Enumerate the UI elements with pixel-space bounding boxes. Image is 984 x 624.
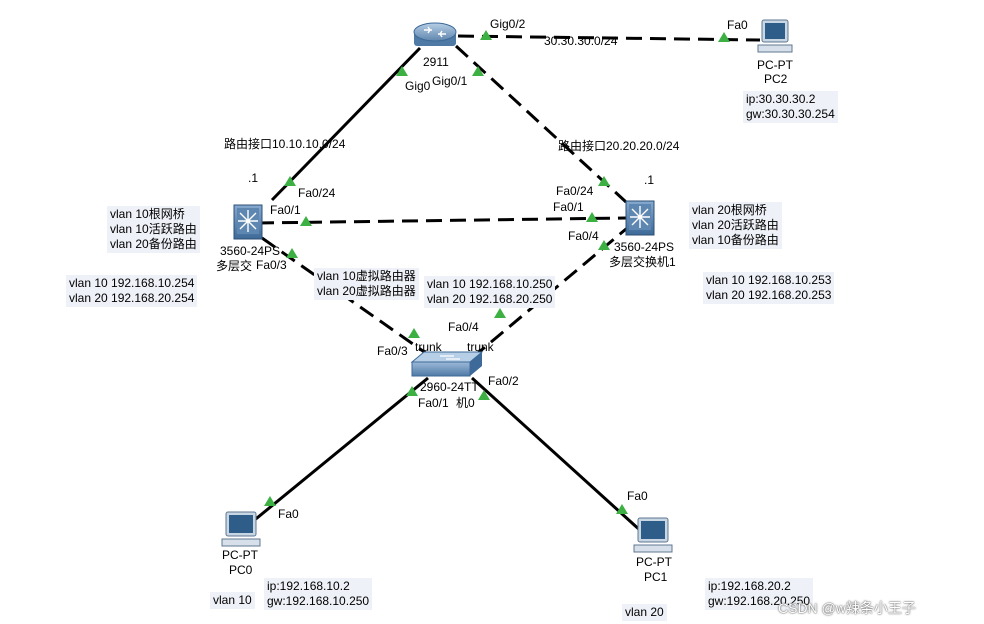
router-model-label: 2911 xyxy=(423,55,449,69)
pc0-vlan-note: vlan 10 xyxy=(210,592,255,609)
pc2-name-label: PC2 xyxy=(764,72,788,86)
router-icon[interactable] xyxy=(413,22,457,46)
port-up-icon xyxy=(480,30,492,40)
port-up-icon xyxy=(284,176,296,186)
port-label: Fa0/4 xyxy=(568,229,599,243)
port-label: Fa0/1 xyxy=(270,203,301,217)
interface-suffix-label: .1 xyxy=(644,173,655,187)
pc2-type-label: PC-PT xyxy=(757,58,793,72)
port-up-icon xyxy=(408,328,420,338)
port-up-icon xyxy=(264,496,276,506)
port-up-icon xyxy=(718,32,730,42)
port-up-icon xyxy=(598,176,610,186)
watermark: CSDN @w辣条小王子 xyxy=(778,600,916,616)
link-switch-pc0 xyxy=(245,376,429,529)
pc0-type-label: PC-PT xyxy=(222,548,258,562)
link-network-label: 30.30.30.0/24 xyxy=(544,34,618,48)
msw0-model-label: 3560-24PS xyxy=(220,244,281,258)
link-msw0-msw1 xyxy=(257,216,627,225)
link-router-msw0 xyxy=(270,46,422,202)
port-label: Fa0 xyxy=(278,507,299,521)
port-status-markers xyxy=(264,30,730,514)
port-up-icon xyxy=(300,216,312,226)
port-up-icon xyxy=(616,504,628,514)
port-label: Fa0/24 xyxy=(298,186,336,200)
port-label: Fa0/1 xyxy=(418,396,449,410)
port-up-icon xyxy=(586,212,598,222)
port-up-icon xyxy=(286,248,298,258)
port-label: Gig0/1 xyxy=(432,74,468,88)
msw1-name-label: 多层交换机1 xyxy=(609,255,676,269)
port-up-icon xyxy=(598,240,610,250)
port-label: Gig0/2 xyxy=(490,17,526,31)
multilayer-switch-icon[interactable] xyxy=(233,204,263,240)
switch-name-label: 机0 xyxy=(456,396,475,410)
switch-icon[interactable] xyxy=(410,351,484,377)
pc-icon[interactable] xyxy=(757,19,793,53)
link-router-pc2 xyxy=(457,34,761,42)
port-label: Fa0/24 xyxy=(556,184,594,198)
pc1-vlan-note: vlan 20 xyxy=(622,604,667,621)
msw0-name-label: 多层交 xyxy=(216,259,253,273)
trunk-label: trunk xyxy=(415,340,442,354)
port-label: Fa0/3 xyxy=(377,344,408,358)
link-network-label: 路由接口10.10.10.0/24 xyxy=(224,137,346,151)
port-label: Fa0/2 xyxy=(488,374,519,388)
port-up-icon xyxy=(406,386,418,396)
port-up-icon xyxy=(396,66,408,76)
port-up-icon xyxy=(494,308,506,318)
switch-model-label: 2960-24TT xyxy=(420,380,479,394)
port-label: Fa0 xyxy=(727,18,748,32)
pc0-name-label: PC0 xyxy=(229,563,253,577)
pc1-name-label: PC1 xyxy=(644,570,668,584)
pc-icon[interactable] xyxy=(633,517,673,553)
multilayer-switch-icon[interactable] xyxy=(625,200,655,236)
interface-suffix-label: .1 xyxy=(248,171,259,185)
pc-icon[interactable] xyxy=(221,511,261,547)
port-label: Fa0 xyxy=(627,489,648,503)
link-switch-pc1 xyxy=(470,376,644,534)
port-label: Fa0/1 xyxy=(553,200,584,214)
port-label: Fa0/4 xyxy=(448,320,479,334)
port-up-icon xyxy=(478,390,490,400)
link-network-label: 路由接口20.20.20.0/24 xyxy=(558,139,680,153)
port-label: Gig0 xyxy=(405,79,431,93)
port-up-icon xyxy=(472,66,484,76)
msw1-model-label: 3560-24PS xyxy=(614,240,675,254)
port-label: Fa0/3 xyxy=(256,258,287,272)
link-router-msw1 xyxy=(454,44,628,204)
trunk-label: trunk xyxy=(467,340,494,354)
pc1-type-label: PC-PT xyxy=(636,555,672,569)
